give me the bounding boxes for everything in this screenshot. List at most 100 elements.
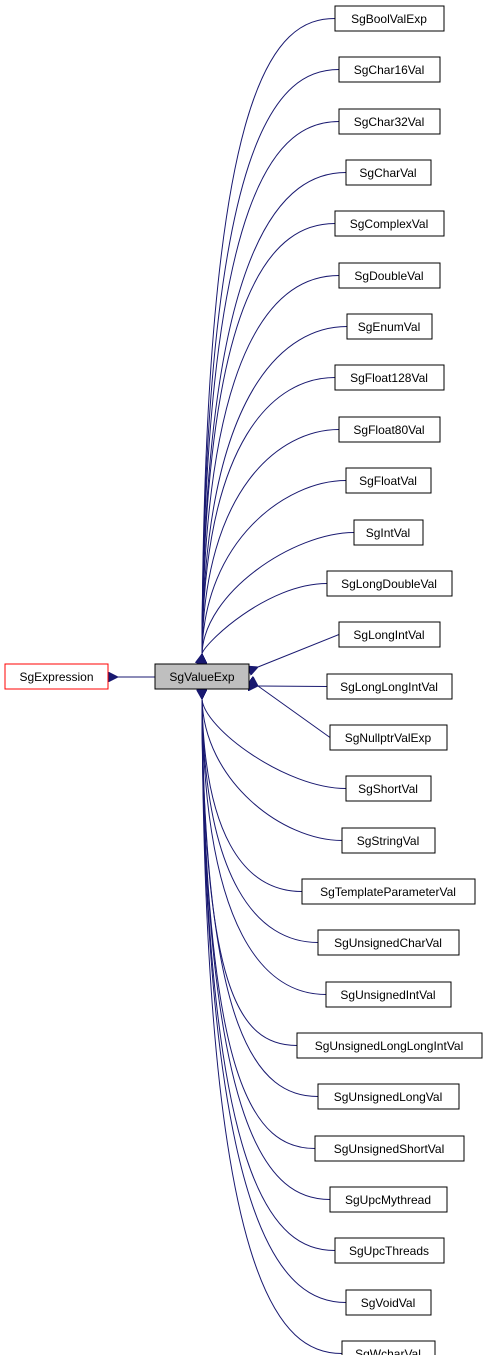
child-node-box — [338, 621, 441, 648]
edge-sgcomplexval-to-sgvalueexp — [202, 223, 336, 655]
child-node-label: SgChar32Val — [354, 115, 425, 129]
child-node-label: SgLongDoubleVal — [341, 577, 437, 591]
nodes-layer: SgExpression SgValueExp SgBoolValExpSgCh… — [4, 5, 483, 1355]
child-node-sgstringval[interactable]: SgStringVal — [341, 827, 436, 854]
edge-sgtemplateparameterval-to-sgvalueexp — [202, 699, 303, 892]
child-node-box — [341, 1340, 436, 1355]
child-node-box — [353, 519, 424, 546]
child-node-label: SgLongIntVal — [353, 628, 424, 642]
child-node-label: SgUnsignedShortVal — [334, 1142, 445, 1156]
edge-sgunsignedlonglongintval-to-sgvalueexp — [202, 699, 298, 1046]
edge-sgdoubleval-to-sgvalueexp — [202, 275, 340, 655]
child-node-sgunsignedshortval[interactable]: SgUnsignedShortVal — [314, 1135, 465, 1162]
child-node-sglongdoubleval[interactable]: SgLongDoubleVal — [326, 570, 453, 597]
child-node-sgdoubleval[interactable]: SgDoubleVal — [338, 262, 441, 289]
child-node-box — [338, 108, 441, 135]
child-node-sgchar32val[interactable]: SgChar32Val — [338, 108, 441, 135]
child-node-sgupcmythread[interactable]: SgUpcMythread — [329, 1186, 448, 1213]
child-node-sgcomplexval[interactable]: SgComplexVal — [334, 210, 445, 237]
edge-sgcharval-to-sgvalueexp — [202, 172, 347, 655]
child-node-label: SgShortVal — [358, 782, 418, 796]
edge-sgupcthreads-to-sgvalueexp — [202, 699, 336, 1251]
child-node-sgunsignedlongval[interactable]: SgUnsignedLongVal — [317, 1083, 460, 1110]
child-node-box — [345, 1289, 432, 1316]
edge-sgfloat128val-to-sgvalueexp — [202, 377, 336, 655]
focus-node-box — [154, 663, 250, 690]
child-node-sglongintval[interactable]: SgLongIntVal — [338, 621, 441, 648]
child-node-sgenumval[interactable]: SgEnumVal — [346, 313, 433, 340]
child-node-sgshortval[interactable]: SgShortVal — [345, 775, 432, 802]
child-node-box — [338, 56, 441, 83]
parent-node-sgexpression[interactable]: SgExpression — [4, 663, 109, 690]
child-node-box — [346, 313, 433, 340]
edge-sgintval-to-sgvalueexp — [202, 532, 355, 655]
edge-sgfloatval-to-sgvalueexp — [202, 480, 347, 655]
child-node-label: SgCharVal — [359, 166, 416, 180]
child-node-label: SgFloat80Val — [353, 423, 424, 437]
child-node-label: SgFloatVal — [359, 474, 417, 488]
child-node-sgupcthreads[interactable]: SgUpcThreads — [334, 1237, 445, 1264]
child-node-box — [334, 364, 445, 391]
child-node-label: SgNullptrValExp — [345, 731, 432, 745]
child-node-label: SgFloat128Val — [350, 371, 428, 385]
edge-sgfloat80val-to-sgvalueexp — [202, 429, 340, 655]
child-node-sgboolvalexp[interactable]: SgBoolValExp — [334, 5, 445, 32]
edge-sgboolvalexp-to-sgvalueexp — [202, 18, 336, 655]
edge-sgshortval-to-sgvalueexp — [202, 699, 347, 789]
child-node-label: SgIntVal — [366, 526, 410, 540]
edge-sgchar16val-to-sgvalueexp — [202, 69, 340, 655]
child-node-label: SgDoubleVal — [354, 269, 423, 283]
child-node-box — [317, 1083, 460, 1110]
child-node-box — [296, 1032, 483, 1059]
edge-sglongintval-to-sgvalueexp — [258, 634, 340, 668]
child-node-box — [334, 210, 445, 237]
child-node-sgcharval[interactable]: SgCharVal — [345, 159, 432, 186]
child-node-sgfloatval[interactable]: SgFloatVal — [345, 467, 432, 494]
child-node-sgfloat128val[interactable]: SgFloat128Val — [334, 364, 445, 391]
child-node-box — [326, 570, 453, 597]
child-node-box — [329, 724, 448, 751]
edge-sgunsignedintval-to-sgvalueexp — [202, 699, 327, 995]
child-node-label: SgUpcThreads — [349, 1244, 429, 1258]
child-node-box — [326, 673, 453, 700]
child-node-sgnullptrvalexp[interactable]: SgNullptrValExp — [329, 724, 448, 751]
child-node-label: SgUnsignedCharVal — [334, 936, 442, 950]
edge-sgupcmythread-to-sgvalueexp — [202, 699, 331, 1200]
child-node-box — [329, 1186, 448, 1213]
edge-sgunsignedcharval-to-sgvalueexp — [202, 699, 319, 943]
focus-node-sgvalueexp[interactable]: SgValueExp — [154, 663, 250, 690]
child-node-label: SgVoidVal — [361, 1296, 416, 1310]
edges-layer — [118, 18, 355, 1354]
child-node-box — [317, 929, 460, 956]
edge-sgenumval-to-sgvalueexp — [202, 326, 348, 655]
child-node-box — [334, 1237, 445, 1264]
edge-sglonglongintval-to-sgvalueexp — [258, 686, 328, 687]
child-node-label: SgUnsignedLongLongIntVal — [315, 1039, 464, 1053]
child-node-sgunsignedintval[interactable]: SgUnsignedIntVal — [325, 981, 452, 1008]
child-node-sgunsignedlonglongintval[interactable]: SgUnsignedLongLongIntVal — [296, 1032, 483, 1059]
child-node-box — [325, 981, 452, 1008]
child-node-label: SgChar16Val — [354, 63, 425, 77]
child-node-box — [338, 416, 441, 443]
child-node-box — [345, 467, 432, 494]
child-node-sgfloat80val[interactable]: SgFloat80Val — [338, 416, 441, 443]
child-node-label: SgEnumVal — [358, 320, 420, 334]
child-node-box — [341, 827, 436, 854]
child-node-sgvoidval[interactable]: SgVoidVal — [345, 1289, 432, 1316]
edge-sgchar32val-to-sgvalueexp — [202, 121, 340, 655]
child-node-box — [345, 159, 432, 186]
child-node-sgchar16val[interactable]: SgChar16Val — [338, 56, 441, 83]
child-node-sgwcharval[interactable]: SgWcharVal — [341, 1340, 436, 1355]
child-node-label: SgLongLongIntVal — [340, 680, 438, 694]
focus-node-label: SgValueExp — [169, 670, 234, 684]
edge-sgnullptrvalexp-to-sgvalueexp — [258, 686, 331, 738]
child-node-sglonglongintval[interactable]: SgLongLongIntVal — [326, 673, 453, 700]
child-node-sgtemplateparameterval[interactable]: SgTemplateParameterVal — [301, 878, 476, 905]
edge-sgstringval-to-sgvalueexp — [202, 699, 343, 841]
child-node-sgintval[interactable]: SgIntVal — [353, 519, 424, 546]
child-node-label: SgUnsignedLongVal — [334, 1090, 443, 1104]
child-node-label: SgTemplateParameterVal — [320, 885, 456, 899]
child-node-sgunsignedcharval[interactable]: SgUnsignedCharVal — [317, 929, 460, 956]
child-node-label: SgBoolValExp — [351, 12, 427, 26]
